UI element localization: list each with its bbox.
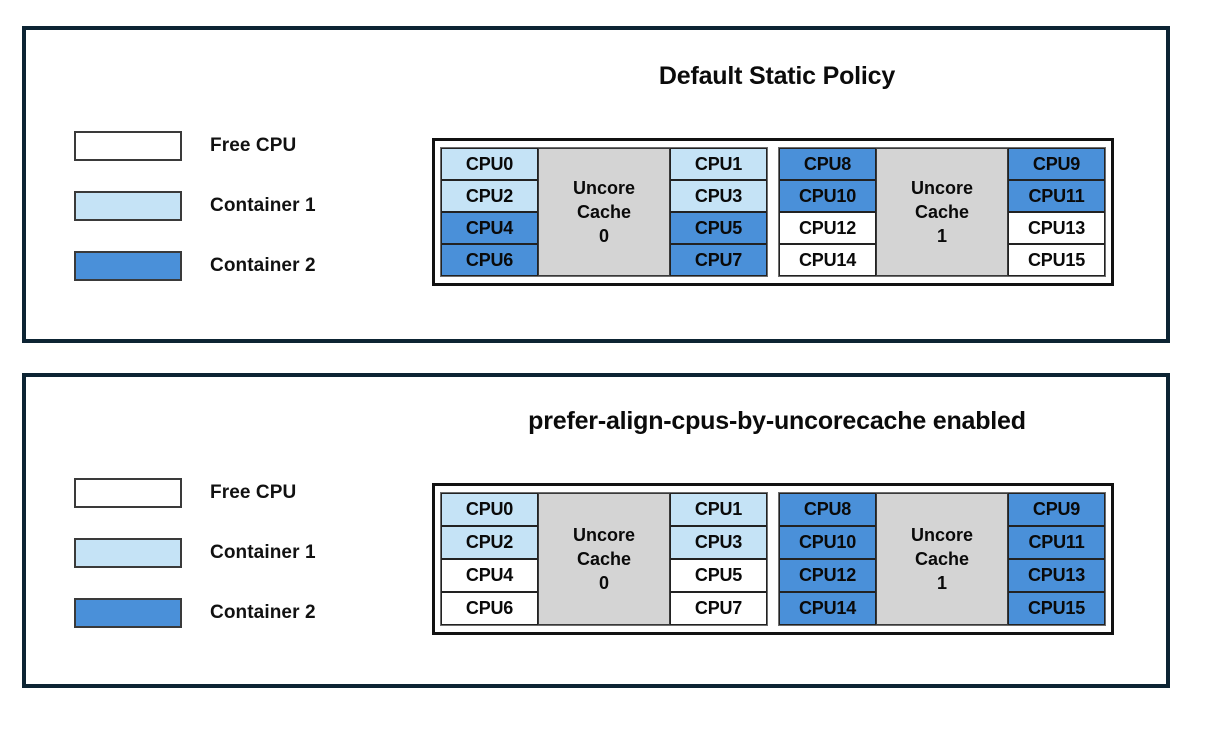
cpu-column-left: CPU8 CPU10 CPU12 CPU14 xyxy=(779,493,876,625)
cpu-cell: CPU13 xyxy=(1008,212,1105,244)
legend-label-container-1: Container 1 xyxy=(210,195,316,216)
legend-label-container-2: Container 2 xyxy=(210,255,316,276)
cpu-cell: CPU9 xyxy=(1008,148,1105,180)
cpu-cell: CPU11 xyxy=(1008,180,1105,212)
cpu-cell: CPU13 xyxy=(1008,559,1105,592)
cpu-cell: CPU2 xyxy=(441,180,538,212)
cpu-cell: CPU4 xyxy=(441,559,538,592)
cache-line-3: 0 xyxy=(598,226,609,247)
cpu-cell: CPU5 xyxy=(670,212,767,244)
panel-prefer-align-cpus-by-uncorecache: prefer-align-cpus-by-uncorecache enabled… xyxy=(22,373,1170,688)
cpu-column-right: CPU1 CPU3 CPU5 CPU7 xyxy=(670,493,767,625)
cpu-cell: CPU4 xyxy=(441,212,538,244)
legend-swatch-container-1 xyxy=(74,191,182,221)
cpu-cell: CPU0 xyxy=(441,493,538,526)
uncore-cache-group-0: CPU0 CPU2 CPU4 CPU6 Uncore Cache 0 CPU1 … xyxy=(440,147,768,277)
cache-line-1: Uncore xyxy=(572,524,635,545)
legend-item-container-1: Container 1 xyxy=(74,537,316,569)
cpu-cell: CPU14 xyxy=(779,592,876,625)
cpu-cell: CPU12 xyxy=(779,559,876,592)
cache-line-3: 1 xyxy=(936,573,947,594)
cache-line-1: Uncore xyxy=(572,177,635,198)
legend-label-container-1: Container 1 xyxy=(210,542,316,563)
uncore-cache-group-0: CPU0 CPU2 CPU4 CPU6 Uncore Cache 0 CPU1 … xyxy=(440,492,768,626)
uncore-cache-label-0: Uncore Cache 0 xyxy=(538,493,670,625)
cache-line-1: Uncore xyxy=(910,524,973,545)
uncore-cache-label-1: Uncore Cache 1 xyxy=(876,493,1008,625)
cpu-cell: CPU8 xyxy=(779,493,876,526)
cpu-topology-table: CPU0 CPU2 CPU4 CPU6 Uncore Cache 0 CPU1 … xyxy=(432,483,1114,635)
cache-line-3: 0 xyxy=(598,573,609,594)
panel-default-static-policy: Default Static Policy Free CPU Container… xyxy=(22,26,1170,343)
uncore-cache-group-1: CPU8 CPU10 CPU12 CPU14 Uncore Cache 1 CP… xyxy=(778,492,1106,626)
cpu-cell: CPU2 xyxy=(441,526,538,559)
uncore-cache-group-1: CPU8 CPU10 CPU12 CPU14 Uncore Cache 1 CP… xyxy=(778,147,1106,277)
cpu-cell: CPU11 xyxy=(1008,526,1105,559)
cpu-cell: CPU9 xyxy=(1008,493,1105,526)
cpu-cell: CPU7 xyxy=(670,592,767,625)
cpu-cell: CPU10 xyxy=(779,526,876,559)
cpu-cell: CPU15 xyxy=(1008,244,1105,276)
cache-line-1: Uncore xyxy=(910,177,973,198)
cpu-cell: CPU14 xyxy=(779,244,876,276)
legend-item-free-cpu: Free CPU xyxy=(74,477,316,509)
legend-swatch-free-cpu xyxy=(74,478,182,508)
legend-item-container-1: Container 1 xyxy=(74,190,316,222)
cpu-cell: CPU6 xyxy=(441,244,538,276)
cache-line-2: Cache xyxy=(576,201,632,222)
cache-line-2: Cache xyxy=(914,201,970,222)
cpu-column-left: CPU0 CPU2 CPU4 CPU6 xyxy=(441,148,538,276)
legend-swatch-container-1 xyxy=(74,538,182,568)
cache-line-2: Cache xyxy=(576,548,632,569)
cpu-cell: CPU1 xyxy=(670,493,767,526)
cpu-cell: CPU8 xyxy=(779,148,876,180)
cpu-cell: CPU3 xyxy=(670,526,767,559)
legend-prefer: Free CPU Container 1 Container 2 xyxy=(74,477,316,629)
page-title: Default Static Policy xyxy=(658,62,896,90)
cpu-topology-table: CPU0 CPU2 CPU4 CPU6 Uncore Cache 0 CPU1 … xyxy=(432,138,1114,286)
cache-line-3: 1 xyxy=(936,226,947,247)
legend-label-container-2: Container 2 xyxy=(210,602,316,623)
cpu-column-right: CPU9 CPU11 CPU13 CPU15 xyxy=(1008,493,1105,625)
legend-swatch-container-2 xyxy=(74,598,182,628)
cpu-cell: CPU1 xyxy=(670,148,767,180)
legend-item-free-cpu: Free CPU xyxy=(74,130,316,162)
cpu-cell: CPU7 xyxy=(670,244,767,276)
cache-line-2: Cache xyxy=(914,548,970,569)
legend-label-free-cpu: Free CPU xyxy=(210,482,297,503)
page-title: prefer-align-cpus-by-uncorecache enabled xyxy=(528,407,1026,435)
cpu-cell: CPU15 xyxy=(1008,592,1105,625)
cpu-cell: CPU0 xyxy=(441,148,538,180)
cpu-cell: CPU5 xyxy=(670,559,767,592)
cpu-cell: CPU3 xyxy=(670,180,767,212)
cpu-column-left: CPU0 CPU2 CPU4 CPU6 xyxy=(441,493,538,625)
uncore-cache-label-1: Uncore Cache 1 xyxy=(876,148,1008,276)
cpu-cell: CPU10 xyxy=(779,180,876,212)
cpu-column-right: CPU1 CPU3 CPU5 CPU7 xyxy=(670,148,767,276)
cpu-column-left: CPU8 CPU10 CPU12 CPU14 xyxy=(779,148,876,276)
legend-item-container-2: Container 2 xyxy=(74,250,316,282)
legend-item-container-2: Container 2 xyxy=(74,597,316,629)
legend-swatch-container-2 xyxy=(74,251,182,281)
cpu-cell: CPU12 xyxy=(779,212,876,244)
cpu-cell: CPU6 xyxy=(441,592,538,625)
legend-label-free-cpu: Free CPU xyxy=(210,135,297,156)
cpu-column-right: CPU9 CPU11 CPU13 CPU15 xyxy=(1008,148,1105,276)
uncore-cache-label-0: Uncore Cache 0 xyxy=(538,148,670,276)
legend-swatch-free-cpu xyxy=(74,131,182,161)
legend-default: Free CPU Container 1 Container 2 xyxy=(74,130,316,282)
